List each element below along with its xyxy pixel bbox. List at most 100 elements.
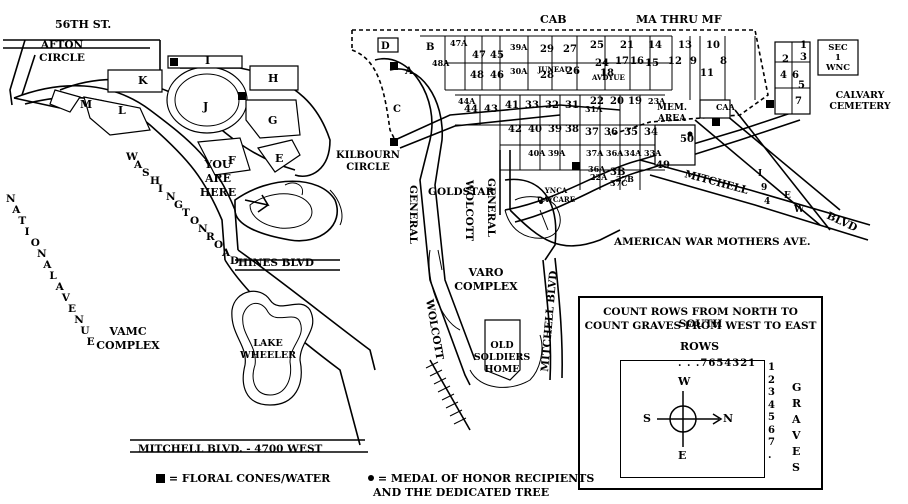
section-label: 1 (800, 40, 807, 51)
section-label: 32 (545, 100, 559, 111)
label-goldstar: GOLDSTAR (428, 186, 495, 198)
label-washington-road-letter: D (230, 255, 239, 267)
label-calvary-cemetery: CALVARY (836, 90, 885, 101)
label-washington-road-letter: O (190, 215, 199, 227)
label-national-avenue-letter: L (49, 270, 57, 282)
section-label: 15 (645, 58, 659, 69)
section-label: 37C (610, 178, 628, 188)
grave-number: 3 (768, 387, 775, 398)
section-label: M (80, 98, 92, 111)
label-national-avenue-letter: E (87, 336, 95, 348)
label-washington-road-letter: A (221, 247, 231, 259)
grave-number: 6 (768, 424, 775, 436)
label-mem-area: MEM. (657, 103, 687, 113)
label-cab: CAB (540, 13, 567, 26)
grave-number: . (768, 449, 772, 461)
grave-number: 4 (768, 399, 775, 411)
label-calvary-cemetery: CEMETERY (829, 101, 890, 112)
section-label: 3 (800, 52, 807, 63)
section-label: 42 (508, 124, 522, 135)
label-washington-road-letter: N (198, 223, 208, 235)
section-label: 29 (540, 44, 554, 55)
legend-row-sequence: . . .7654321 (678, 358, 757, 369)
section-label: 28 (540, 70, 554, 81)
section-label: 3B (610, 167, 625, 178)
label-vamc-complex: VAMC (108, 325, 146, 338)
graves-letter: G (792, 381, 802, 394)
section-label: 44 (464, 104, 478, 115)
section-label: K (138, 74, 148, 87)
label-lake-wheeler: LAKE (253, 338, 283, 349)
label-wolcott-top: WOLCOTT (463, 179, 475, 241)
label-vamc-complex: COMPLEX (96, 339, 160, 352)
section-label: JUNEAU (537, 65, 571, 74)
label-washington-road-letter: S (142, 167, 150, 179)
section-label: 13 (678, 40, 692, 51)
label-i94: 4 (764, 197, 770, 207)
label-ynca-daycare: YNCA (544, 186, 568, 195)
section-label: 34 (644, 127, 658, 138)
section-label: 25 (590, 40, 604, 51)
section-label: 27 (563, 44, 577, 55)
section-label: 4 (780, 70, 787, 81)
label-washington-road-letter: G (174, 199, 183, 211)
section-label: 43 (484, 104, 498, 115)
label-national-avenue-letter: V (61, 292, 71, 304)
label-kilbourn-circle: KILBOURN (336, 150, 400, 161)
label-washington-road-letter: H (150, 175, 160, 187)
section-label: 19 (628, 96, 642, 107)
section-label: H (268, 72, 278, 85)
section-label: 38 (565, 124, 579, 135)
section-label: 37A (586, 148, 604, 158)
section-label: 21 (620, 40, 634, 51)
label-ew: E (784, 191, 791, 201)
bottom-legend: = FLORAL CONES/WATER = MEDAL OF HONOR RE… (156, 472, 594, 499)
section-label: C (393, 104, 401, 115)
section-label: 10 (706, 40, 720, 51)
label-old-soldiers-home: HOME (484, 364, 519, 375)
compass-e: E (678, 449, 687, 462)
section-label: E (275, 152, 283, 165)
label-national-avenue-letter: N (37, 248, 47, 260)
section-label: 48A (432, 58, 450, 68)
label-washington-road-letter: R (206, 231, 215, 243)
label-mitchell-blvd: MITCHELL BLVD (539, 270, 560, 372)
section-label: 17 (615, 56, 629, 67)
section-label: 22 (590, 96, 604, 107)
section-label: 31A (585, 104, 603, 114)
label-national-avenue-letter: I (25, 226, 30, 238)
floral-cone-markers (170, 58, 774, 170)
section-label: 36A (588, 164, 606, 174)
label-i94: 9 (761, 183, 767, 193)
section-label: 2 (782, 54, 789, 65)
label-national-avenue-letter: A (42, 259, 52, 271)
legend-floral: = FLORAL CONES/WATER (168, 472, 331, 485)
label-american-war-mothers: AMERICAN WAR MOTHERS AVE. (613, 236, 810, 248)
label-washington-road-letter: A (133, 159, 143, 171)
section-label: 12 (668, 56, 682, 67)
label-varo-complex: COMPLEX (454, 280, 518, 293)
label-washington-road-letter: W (125, 151, 138, 163)
section-label: 39A (548, 148, 566, 158)
section-label: B (426, 42, 434, 53)
section-label: 47A (450, 38, 468, 48)
label-varo-complex: VARO (468, 266, 504, 279)
section-label: 14 (648, 40, 662, 51)
medal-markers (539, 131, 693, 204)
section-label: 24 (595, 58, 609, 69)
label-old-soldiers-home: SOLDIERS (474, 352, 531, 363)
graves-letter: R (792, 397, 802, 410)
compass-w: W (678, 375, 691, 388)
section-label: 33 (525, 100, 539, 111)
section-label: 34A (624, 148, 642, 158)
floral-cone-icon (156, 474, 165, 483)
section-label: 46 (490, 70, 504, 81)
label-national-avenue-letter: O (31, 237, 40, 249)
section-label: 40 (528, 124, 542, 135)
label-national-avenue-letter: A (55, 281, 65, 293)
label-ew: W (793, 205, 805, 215)
section-label: I (205, 54, 210, 67)
